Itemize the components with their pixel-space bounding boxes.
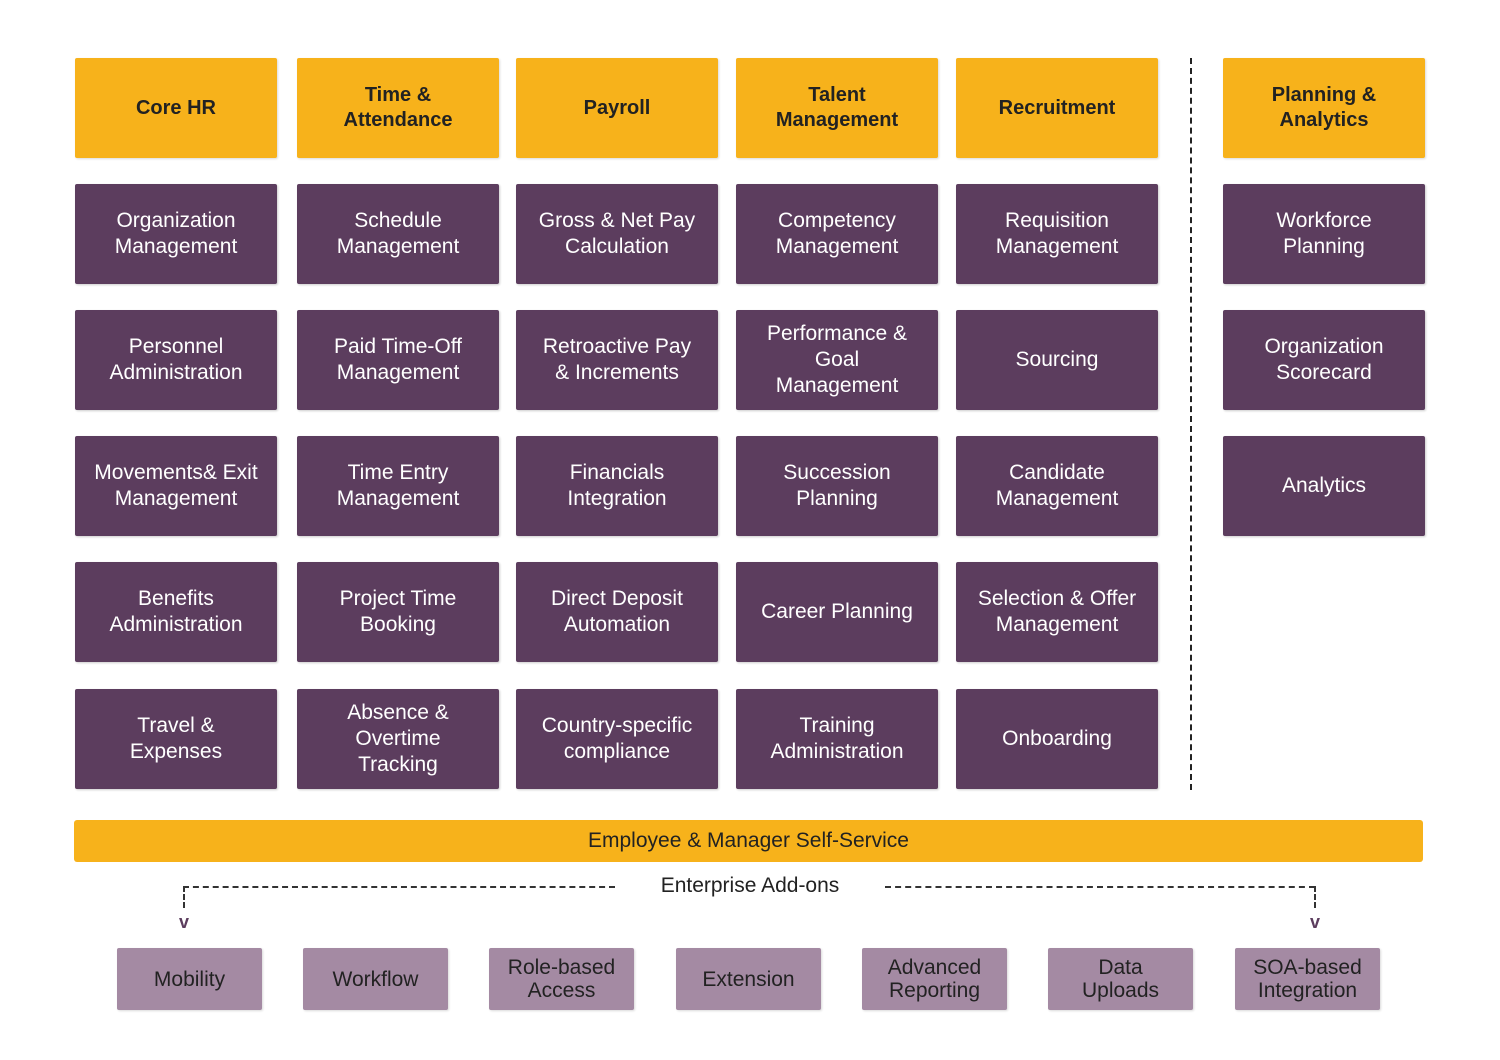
module-paid-time-off-management: Paid Time-Off Management: [297, 310, 499, 410]
module-selection-offer-management: Selection & Offer Management: [956, 562, 1158, 662]
module-candidate-management: Candidate Management: [956, 436, 1158, 536]
addon-data-uploads: Data Uploads: [1048, 948, 1193, 1010]
module-gross-net-pay-calculation: Gross & Net Pay Calculation: [516, 184, 718, 284]
module-absence-overtime-tracking: Absence & Overtime Tracking: [297, 689, 499, 789]
module-travel-expenses: Travel & Expenses: [75, 689, 277, 789]
addon-role-based-access: Role-based Access: [489, 948, 634, 1010]
addons-connector-right-drop: [1314, 886, 1316, 908]
module-onboarding: Onboarding: [956, 689, 1158, 789]
module-organization-management: Organization Management: [75, 184, 277, 284]
addon-soa-based-integration: SOA-based Integration: [1235, 948, 1380, 1010]
module-retroactive-pay-increments: Retroactive Pay & Increments: [516, 310, 718, 410]
module-direct-deposit-automation: Direct Deposit Automation: [516, 562, 718, 662]
addons-connector-right: [885, 886, 1315, 888]
module-project-time-booking: Project Time Booking: [297, 562, 499, 662]
column-divider: [1190, 58, 1192, 790]
module-movements-exit-management: Movements& Exit Management: [75, 436, 277, 536]
module-personnel-administration: Personnel Administration: [75, 310, 277, 410]
header-planning-analytics: Planning & Analytics: [1223, 58, 1425, 158]
addon-extension: Extension: [676, 948, 821, 1010]
module-benefits-administration: Benefits Administration: [75, 562, 277, 662]
header-talent-management: Talent Management: [736, 58, 938, 158]
module-succession-planning: Succession Planning: [736, 436, 938, 536]
addon-advanced-reporting: Advanced Reporting: [862, 948, 1007, 1010]
module-sourcing: Sourcing: [956, 310, 1158, 410]
module-time-entry-management: Time Entry Management: [297, 436, 499, 536]
addons-connector-left-drop: [183, 886, 185, 908]
module-workforce-planning: Workforce Planning: [1223, 184, 1425, 284]
addon-mobility: Mobility: [117, 948, 262, 1010]
module-schedule-management: Schedule Management: [297, 184, 499, 284]
header-recruitment: Recruitment: [956, 58, 1158, 158]
header-core-hr: Core HR: [75, 58, 277, 158]
self-service-bar: Employee & Manager Self-Service: [74, 820, 1423, 862]
module-career-planning: Career Planning: [736, 562, 938, 662]
enterprise-addons-label: Enterprise Add-ons: [660, 874, 840, 897]
module-competency-management: Competency Management: [736, 184, 938, 284]
addons-connector-left: [183, 886, 615, 888]
module-training-administration: Training Administration: [736, 689, 938, 789]
header-payroll: Payroll: [516, 58, 718, 158]
module-requisition-management: Requisition Management: [956, 184, 1158, 284]
module-country-specific-compliance: Country-specific compliance: [516, 689, 718, 789]
module-performance-goal-management: Performance & Goal Management: [736, 310, 938, 410]
addon-workflow: Workflow: [303, 948, 448, 1010]
module-analytics: Analytics: [1223, 436, 1425, 536]
header-time-attendance: Time & Attendance: [297, 58, 499, 158]
module-financials-integration: Financials Integration: [516, 436, 718, 536]
arrow-down-left-icon: v: [178, 912, 189, 932]
module-organization-scorecard: Organization Scorecard: [1223, 310, 1425, 410]
arrow-down-right-icon: v: [1309, 912, 1320, 932]
